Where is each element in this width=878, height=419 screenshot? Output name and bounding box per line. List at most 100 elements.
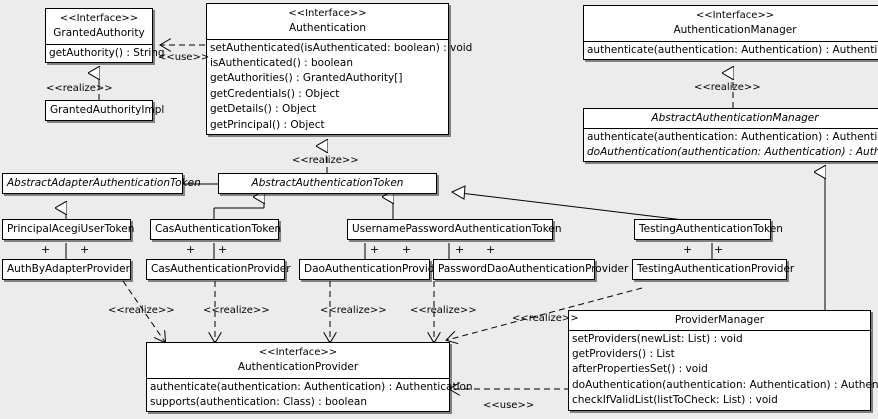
method: afterPropertiesSet() : void <box>572 363 708 376</box>
method: authenticate(authentication: Authenticat… <box>587 43 878 56</box>
edge-label-realize-authbyadapterprovider: <<realize>> <box>108 305 175 316</box>
class-header: CasAuthenticationProvider <box>147 260 291 279</box>
class-name: GrantedAuthority <box>53 27 145 39</box>
edge-label-realize-casauthenticationprovider: <<realize>> <box>203 305 270 316</box>
edge-label-realize-grantedauthorityimpl: <<realize>> <box>46 83 113 94</box>
class-principal-acegi-user-token[interactable]: PrincipalAcegiUserToken <box>2 219 135 240</box>
class-header: GrantedAuthorityImpl <box>46 101 165 120</box>
class-header: <<Interface>> GrantedAuthority <box>46 9 152 44</box>
edge-label-realize-passworddaoauthenticationprovider: <<realize>> <box>410 305 477 316</box>
stereotype-label: <<Interface>> <box>695 10 775 21</box>
multiplicity-marker: + <box>80 243 90 256</box>
class-cas-authentication-token[interactable]: CasAuthenticationToken <box>150 219 282 240</box>
stereotype-label: <<Interface>> <box>288 8 367 19</box>
class-granted-authority-impl[interactable]: GrantedAuthorityImpl <box>45 100 165 121</box>
method: doAuthentication(authentication: Authent… <box>572 378 878 391</box>
class-cas-authentication-provider[interactable]: CasAuthenticationProvider <box>146 259 291 280</box>
class-authentication-provider[interactable]: <<Interface>> AuthenticationProvider aut… <box>146 342 473 413</box>
multiplicity-marker: + <box>41 243 51 256</box>
class-header: TestingAuthenticationProvider <box>633 260 795 279</box>
class-dao-authentication-provider[interactable]: DaoAuthenticationProvider <box>299 259 446 280</box>
class-name: PrincipalAcegiUserToken <box>7 223 135 235</box>
class-header: AuthByAdapterProvider <box>3 260 130 279</box>
class-name: AuthByAdapterProvider <box>7 263 130 275</box>
method: checkIfValidList(listToCheck: List) : vo… <box>572 394 778 407</box>
class-header: <<Interface>> AuthenticationManager <box>584 6 878 41</box>
methods-compartment: authenticate(authentication: Authenticat… <box>147 377 473 412</box>
multiplicity-marker: + <box>370 243 380 256</box>
method: isAuthenticated() : boolean <box>210 56 353 69</box>
class-name: DaoAuthenticationProvider <box>304 263 446 275</box>
class-authentication[interactable]: <<Interface>> Authentication setAuthenti… <box>206 3 473 136</box>
multiplicity-marker: + <box>683 243 693 256</box>
class-abstract-authentication-token[interactable]: AbstractAuthenticationToken <box>218 173 437 194</box>
class-name: UsernamePasswordAuthenticationToken <box>352 223 562 235</box>
class-header: DaoAuthenticationProvider <box>300 260 446 279</box>
class-header: ProviderManager <box>569 311 870 330</box>
method: setAuthenticated(isAuthenticated: boolea… <box>210 41 473 54</box>
class-name: Authentication <box>288 22 367 34</box>
class-abstract-adapter-authentication-token[interactable]: AbstractAdapterAuthenticationToken <box>2 173 201 194</box>
class-password-dao-authentication-provider[interactable]: PasswordDaoAuthenticationProvider <box>433 259 629 280</box>
method: setProviders(newList: List) : void <box>572 332 743 345</box>
class-name: AbstractAuthenticationManager <box>651 112 819 124</box>
class-name: AuthenticationProvider <box>237 361 359 373</box>
class-header: AbstractAuthenticationManager <box>584 109 878 128</box>
class-granted-authority[interactable]: <<Interface>> GrantedAuthority getAuthor… <box>45 8 165 63</box>
class-header: UsernamePasswordAuthenticationToken <box>348 220 562 239</box>
edge-label-use-providermanager: <<use>> <box>483 400 535 411</box>
method: supports(authentication: Class) : boolea… <box>150 395 367 408</box>
method: doAuthentication(authentication: Authent… <box>587 145 878 158</box>
multiplicity-marker: + <box>455 243 465 256</box>
class-header: <<Interface>> Authentication <box>207 4 448 39</box>
methods-compartment: authenticate(authentication: Authenticat… <box>584 40 878 59</box>
class-header: AbstractAuthenticationToken <box>219 174 436 193</box>
multiplicity-marker: + <box>218 243 228 256</box>
class-header: AbstractAdapterAuthenticationToken <box>3 174 201 193</box>
edge-generalization-casauthenticationtoken <box>213 197 264 219</box>
method: getProviders() : List <box>572 347 675 360</box>
class-auth-by-adapter-provider[interactable]: AuthByAdapterProvider <box>2 259 131 280</box>
multiplicity-marker: + <box>402 243 412 256</box>
class-testing-authentication-provider[interactable]: TestingAuthenticationProvider <box>632 259 795 280</box>
class-header: <<Interface>> AuthenticationProvider <box>147 343 449 378</box>
method: authenticate(authentication: Authenticat… <box>587 130 878 143</box>
class-name: GrantedAuthorityImpl <box>50 104 165 116</box>
class-name: AbstractAdapterAuthenticationToken <box>7 177 201 189</box>
edge-label-realize-abstractauthenticationtoken: <<realize>> <box>292 155 359 166</box>
method: getCredentials() : Object <box>210 87 340 100</box>
methods-compartment: authenticate(authentication: Authenticat… <box>584 127 878 162</box>
method: getPrincipal() : Object <box>210 118 325 131</box>
method: getAuthority() : String <box>49 46 165 59</box>
multiplicity-marker: + <box>486 243 496 256</box>
class-authentication-manager[interactable]: <<Interface>> AuthenticationManager auth… <box>583 5 878 60</box>
class-name: CasAuthenticationToken <box>155 223 282 235</box>
class-testing-authentication-token[interactable]: TestingAuthenticationToken <box>634 219 783 240</box>
class-name: TestingAuthenticationToken <box>639 223 783 235</box>
class-name: TestingAuthenticationProvider <box>637 263 795 275</box>
class-name: CasAuthenticationProvider <box>151 263 291 275</box>
edge-label-realize-testingauthenticationprovider: <<realize>> <box>512 313 579 324</box>
multiplicity-marker: + <box>714 243 724 256</box>
edge-label-realize-daoauthenticationprovider: <<realize>> <box>320 305 387 316</box>
method: getAuthorities() : GrantedAuthority[] <box>210 72 403 85</box>
edge-label-realize-abstractauthenticationmanager: <<realize>> <box>694 82 761 93</box>
method: authenticate(authentication: Authenticat… <box>150 380 473 393</box>
edge-label-use-authentication-grantedauthority: <<use>> <box>158 52 210 63</box>
class-name: AuthenticationManager <box>673 24 797 36</box>
stereotype-label: <<Interface>> <box>258 347 338 358</box>
class-name: ProviderManager <box>674 314 765 326</box>
methods-compartment: setProviders(newList: List) : void getPr… <box>569 329 878 410</box>
stereotype-label: <<Interface>> <box>59 13 139 24</box>
class-name: PasswordDaoAuthenticationProvider <box>438 263 629 275</box>
methods-compartment: setAuthenticated(isAuthenticated: boolea… <box>207 38 473 135</box>
class-provider-manager[interactable]: ProviderManager setProviders(newList: Li… <box>568 310 878 411</box>
class-name: AbstractAuthenticationToken <box>251 177 404 189</box>
edge-generalization-testingauthenticationtoken <box>450 185 701 223</box>
class-header: CasAuthenticationToken <box>151 220 282 239</box>
class-header: PrincipalAcegiUserToken <box>3 220 135 239</box>
method: getDetails() : Object <box>210 103 317 116</box>
class-abstract-authentication-manager[interactable]: AbstractAuthenticationManager authentica… <box>583 108 878 163</box>
class-username-password-authentication-token[interactable]: UsernamePasswordAuthenticationToken <box>347 219 562 240</box>
